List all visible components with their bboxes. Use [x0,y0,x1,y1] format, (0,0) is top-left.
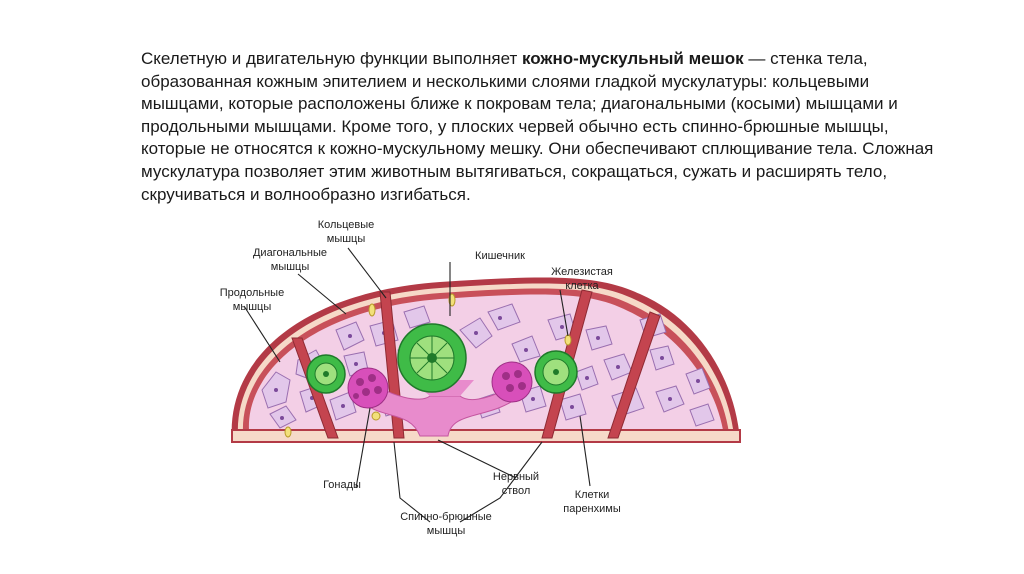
label-gland-cell-1: Железистая [551,266,613,278]
label-longitudinal-muscles-2: мышцы [233,301,272,313]
label-nerve-trunk-2: ствол [502,485,531,497]
text-after: — стенка тела, образованная кожным эпите… [141,49,934,204]
label-parenchyma-cells-2: паренхимы [563,503,621,515]
label-ring-muscles-1: Кольцевые [318,219,375,231]
gonad-left [347,367,389,409]
label-longitudinal-muscles-1: Продольные [220,287,284,299]
gut-center [397,323,467,393]
label-diagonal-muscles-2: мышцы [271,261,310,273]
label-parenchyma-cells-1: Клетки [575,489,610,501]
body-paragraph: Скелетную и двигательную функции выполня… [141,48,941,206]
gut-left [306,354,346,394]
label-gut: Кишечник [475,250,525,262]
gut-right [534,350,578,394]
label-ring-muscles-2: мышцы [327,233,366,245]
label-nerve-trunk-1: Нервный [493,471,539,483]
ventral-epidermis [231,429,741,443]
term-bold: кожно-мускульный мешок [521,49,744,68]
label-gland-cell-2: клетка [565,280,599,292]
label-dorso-ventral-muscles-1: Спинно-брюшные [400,511,492,523]
label-diagonal-muscles-1: Диагональные [253,247,327,259]
gland-cells [284,293,572,438]
label-gonads: Гонады [323,479,361,491]
leader-lines [243,247,591,523]
text-before: Скелетную и двигательную функции выполня… [141,49,522,68]
label-dorso-ventral-muscles-2: мышцы [427,525,466,537]
gonad-right [491,361,533,403]
